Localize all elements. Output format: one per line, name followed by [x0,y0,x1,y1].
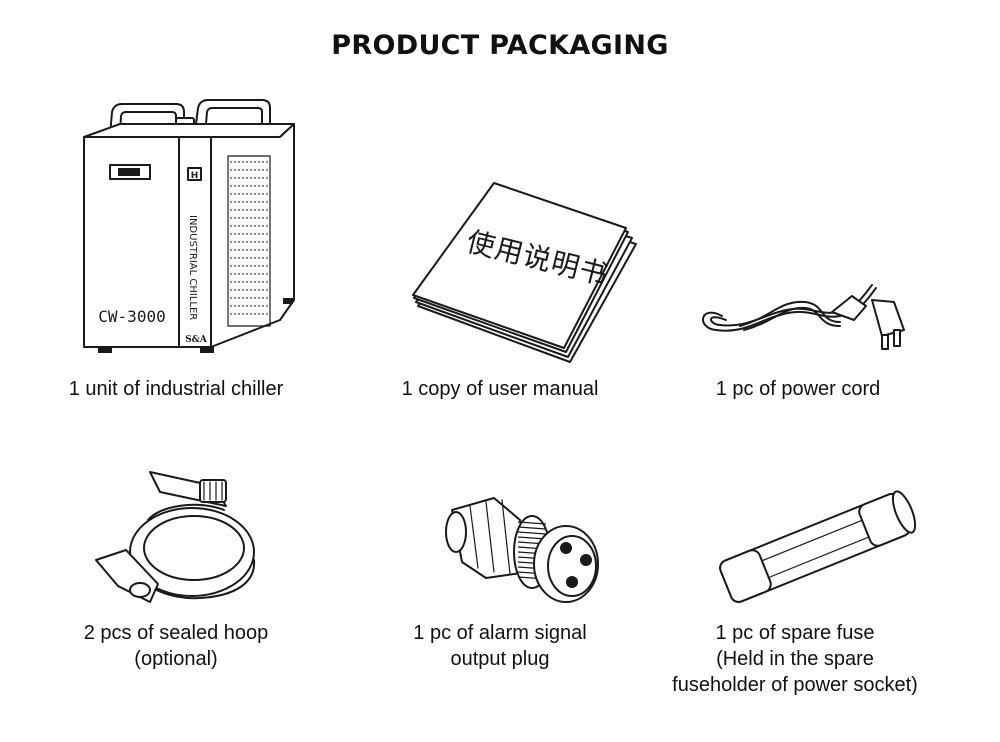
chiller-caption: 1 unit of industrial chiller [26,376,326,402]
fuse-caption: 1 pc of spare fuse (Held in the spare fu… [640,620,950,698]
chiller-model-label: CW-3000 [98,307,165,326]
caption-line: 2 pcs of sealed hoop [83,622,269,644]
caption-line: 1 pc of power cord [715,378,881,400]
caption-line: 1 pc of spare fuse [715,622,875,644]
caption-line: 1 unit of industrial chiller [68,378,284,400]
caption-line: (Held in the spare [716,648,874,670]
svg-text:H: H [191,171,199,181]
caption-line: 1 copy of user manual [401,378,599,400]
caption-line: fuseholder of power socket) [672,674,918,696]
caption-line: (optional) [134,648,218,670]
caption-line: output plug [450,648,550,670]
hoop-caption: 2 pcs of sealed hoop (optional) [26,620,326,672]
manual-caption: 1 copy of user manual [360,376,640,402]
chiller-brand-logo: S&A [185,335,208,345]
caption-line: 1 pc of alarm signal [413,622,587,644]
page-title: PRODUCT PACKAGING [331,30,669,61]
power-cord-caption: 1 pc of power cord [668,376,928,402]
chiller-side-label: INDUSTRIAL CHILLER [187,215,198,320]
alarm-plug-caption: 1 pc of alarm signal output plug [360,620,640,672]
